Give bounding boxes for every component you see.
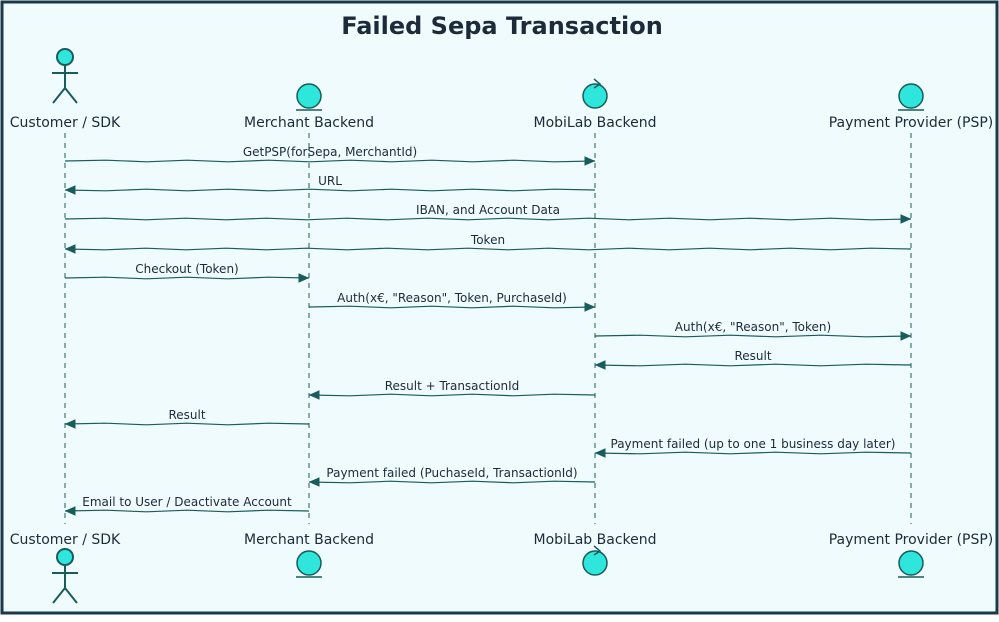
participant-bottom: MobiLab Backend — [534, 532, 657, 576]
arrowhead-icon — [308, 477, 320, 487]
message-line — [64, 217, 912, 221]
arrowhead-icon — [64, 244, 76, 254]
participant-label: MobiLab Backend — [534, 532, 657, 548]
participant-label: MobiLab Backend — [534, 115, 657, 131]
message-arrow: IBAN, and Account Data — [64, 203, 912, 224]
message-line — [308, 480, 596, 484]
message-label: Checkout (Token) — [135, 262, 238, 276]
message-label: Auth(x€, "Reason", Token, PurchaseId) — [337, 291, 567, 305]
actor-icon — [52, 48, 78, 104]
message-label: Token — [470, 233, 505, 247]
participant-label: Merchant Backend — [244, 115, 374, 131]
message-label: Result — [734, 349, 771, 363]
arrowhead-icon — [900, 331, 912, 341]
arrowhead-icon — [64, 185, 76, 195]
participant-label: Merchant Backend — [244, 532, 374, 548]
message-line — [594, 451, 912, 455]
message-label: Result + TransactionId — [385, 379, 520, 393]
participant-label: Payment Provider (PSP) — [829, 115, 994, 131]
message-label: IBAN, and Account Data — [416, 203, 560, 217]
participants-top: Customer / SDK Merchant Backend MobiLab Ba… — [10, 48, 994, 131]
message-line — [308, 305, 596, 309]
arrowhead-icon — [298, 273, 310, 283]
arrowhead-icon — [584, 302, 596, 312]
message-line — [64, 188, 596, 192]
arrowhead-icon — [584, 156, 596, 166]
participants-bottom: Customer / SDK Merchant Backend MobiLab Ba… — [10, 532, 994, 604]
arrowhead-icon — [594, 360, 606, 370]
control-icon — [582, 78, 608, 109]
message-arrow: Auth(x€, "Reason", Token) — [594, 320, 912, 341]
message-label: Result — [168, 408, 205, 422]
control-icon — [582, 545, 608, 576]
entity-icon — [296, 83, 322, 111]
entity-icon — [898, 83, 924, 111]
message-line — [308, 393, 596, 397]
message-line — [594, 334, 912, 338]
message-label: URL — [318, 174, 342, 188]
participant-top: Payment Provider (PSP) — [829, 83, 994, 131]
message-line — [64, 247, 912, 251]
message-arrow: Result + TransactionId — [308, 379, 596, 400]
message-arrow: GetPSP(forSepa, MerchantId) — [64, 145, 596, 166]
message-line — [64, 422, 310, 426]
participant-label: Payment Provider (PSP) — [829, 532, 994, 548]
message-arrow: Result — [594, 349, 912, 370]
message-line — [64, 509, 310, 513]
arrowhead-icon — [308, 390, 320, 400]
arrowhead-icon — [64, 419, 76, 429]
participant-label: Customer / SDK — [10, 532, 121, 548]
entity-icon — [898, 550, 924, 578]
message-line — [64, 159, 596, 163]
message-arrow: Payment failed (PuchaseId, TransactionId… — [308, 466, 596, 487]
message-arrow: Token — [64, 233, 912, 254]
arrowhead-icon — [900, 214, 912, 224]
entity-icon — [296, 550, 322, 578]
message-arrow: Email to User / Deactivate Account — [64, 495, 310, 516]
participant-label: Customer / SDK — [10, 115, 121, 131]
message-arrow: Checkout (Token) — [64, 262, 310, 283]
message-label: Payment failed (PuchaseId, TransactionId… — [326, 466, 577, 480]
message-label: Email to User / Deactivate Account — [82, 495, 292, 509]
message-arrow: Result — [64, 408, 310, 429]
actor-icon — [52, 548, 78, 604]
arrowhead-icon — [594, 448, 606, 458]
participant-bottom: Payment Provider (PSP) — [829, 532, 994, 578]
participant-top: Customer / SDK — [10, 48, 121, 131]
message-line — [594, 363, 912, 367]
message-label: GetPSP(forSepa, MerchantId) — [243, 145, 417, 159]
participant-top: MobiLab Backend — [534, 78, 657, 131]
arrowhead-icon — [64, 506, 76, 516]
message-arrow: Payment failed (up to one 1 business day… — [594, 437, 912, 458]
message-line — [64, 276, 310, 280]
message-label: Auth(x€, "Reason", Token) — [675, 320, 831, 334]
message-label: Payment failed (up to one 1 business day… — [611, 437, 896, 451]
participant-top: Merchant Backend — [244, 83, 374, 131]
participant-bottom: Merchant Backend — [244, 532, 374, 578]
message-arrow: Auth(x€, "Reason", Token, PurchaseId) — [308, 291, 596, 312]
messages: GetPSP(forSepa, MerchantId) URL IBAN, and … — [64, 145, 912, 516]
diagram-title: Failed Sepa Transaction — [341, 12, 663, 40]
message-arrow: URL — [64, 174, 596, 195]
participant-bottom: Customer / SDK — [10, 532, 121, 604]
